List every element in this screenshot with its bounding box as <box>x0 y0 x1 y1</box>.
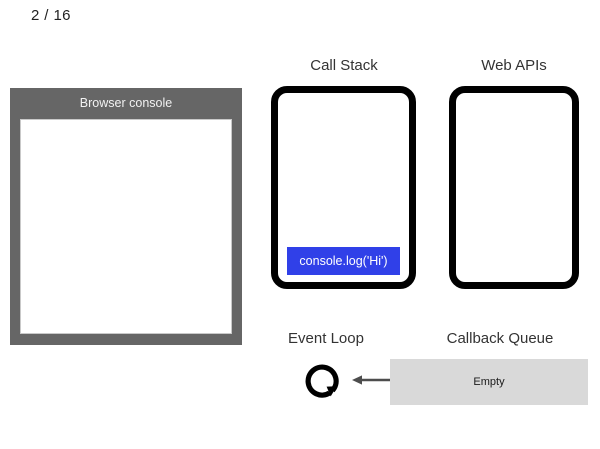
queue-to-event-loop-arrow <box>350 370 392 390</box>
call-stack-panel: console.log('Hi') <box>271 86 416 289</box>
call-stack-title: Call Stack <box>310 57 378 74</box>
browser-console-title: Browser console <box>79 96 173 110</box>
call-stack-frame-list: console.log('Hi') <box>287 247 400 275</box>
callback-queue-box: Empty <box>390 359 588 405</box>
circular-arrow-icon <box>299 357 347 405</box>
browser-console-panel: Browser console <box>10 88 242 345</box>
callback-queue-title: Callback Queue <box>446 330 554 347</box>
slide-counter: 2 / 16 <box>31 7 71 24</box>
call-stack-frame: console.log('Hi') <box>287 247 400 275</box>
event-loop-title: Event Loop <box>288 330 364 347</box>
web-apis-title: Web APIs <box>481 57 547 74</box>
callback-queue-status: Empty <box>473 376 505 388</box>
browser-console-output <box>20 119 232 334</box>
web-apis-panel <box>449 86 579 289</box>
